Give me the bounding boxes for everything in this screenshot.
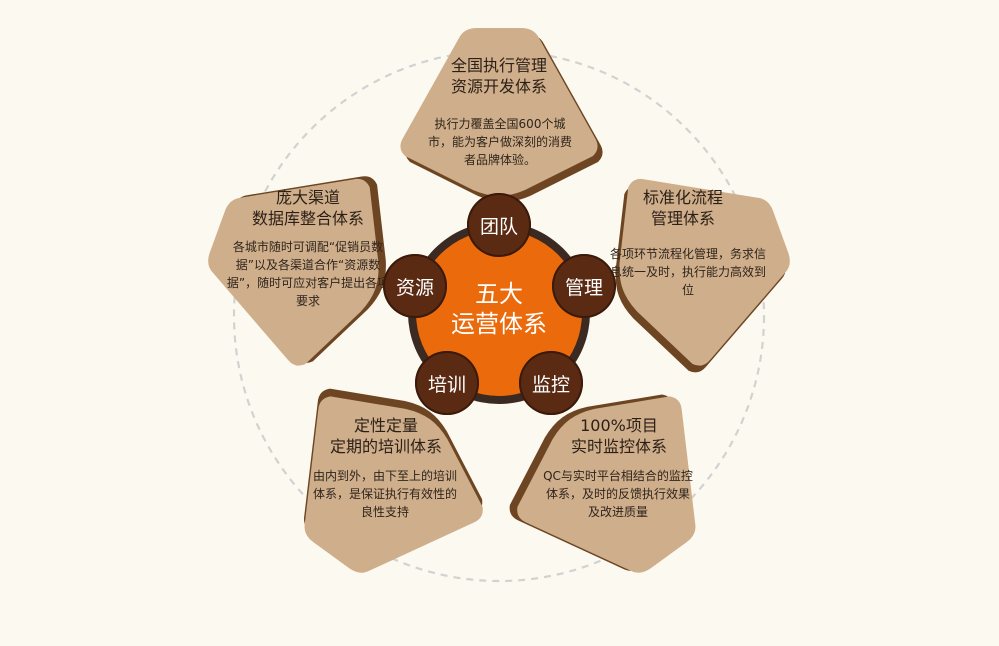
panel-title-standard-process: 标准化流程 管理体系 xyxy=(642,188,723,228)
panel-desc-resource-dev: 执行力覆盖全国600个城市，能为客户做深刻的消费者品牌体验。 xyxy=(427,117,572,167)
node-training: 培训 xyxy=(415,351,479,415)
node-management: 管理 xyxy=(552,254,616,318)
panel-desc-standard-process: 各项环节流程化管理，务求信息统一及时，执行能力高效到位 xyxy=(610,247,767,297)
node-resources: 资源 xyxy=(383,254,447,318)
panel-desc-realtime-monitoring: QC与实时平台相结合的监控体系，及时的反馈执行效果及改进质量 xyxy=(543,469,693,519)
node-team: 团队 xyxy=(467,193,531,257)
panel-desc-training: 由内到外，由下至上的培训体系，是保证执行有效性的良性支持 xyxy=(312,469,457,519)
panel-shape-resource-dev xyxy=(400,28,603,202)
panel-title-realtime-monitoring: 100%项目 实时监控体系 xyxy=(570,416,667,456)
panel-title-resource-dev: 全国执行管理 资源开发体系 xyxy=(450,56,547,96)
node-monitoring: 监控 xyxy=(519,351,583,415)
panel-shape-training xyxy=(304,388,483,573)
panel-title-channel-database: 庞大渠道 数据库整合体系 xyxy=(251,188,364,228)
panel-shape-standard-process xyxy=(615,178,790,373)
panel-shape-channel-database xyxy=(208,176,386,366)
panel-desc-channel-database: 各城市随时可调配“促销员数据”以及各渠道合作“资源数据”，随时可应对客户提出各项… xyxy=(226,240,390,308)
panel-shape-realtime-monitoring xyxy=(509,394,696,573)
core-label: 五大 运营体系 xyxy=(451,280,547,338)
panel-title-training: 定性定量 定期的培训体系 xyxy=(329,416,442,456)
